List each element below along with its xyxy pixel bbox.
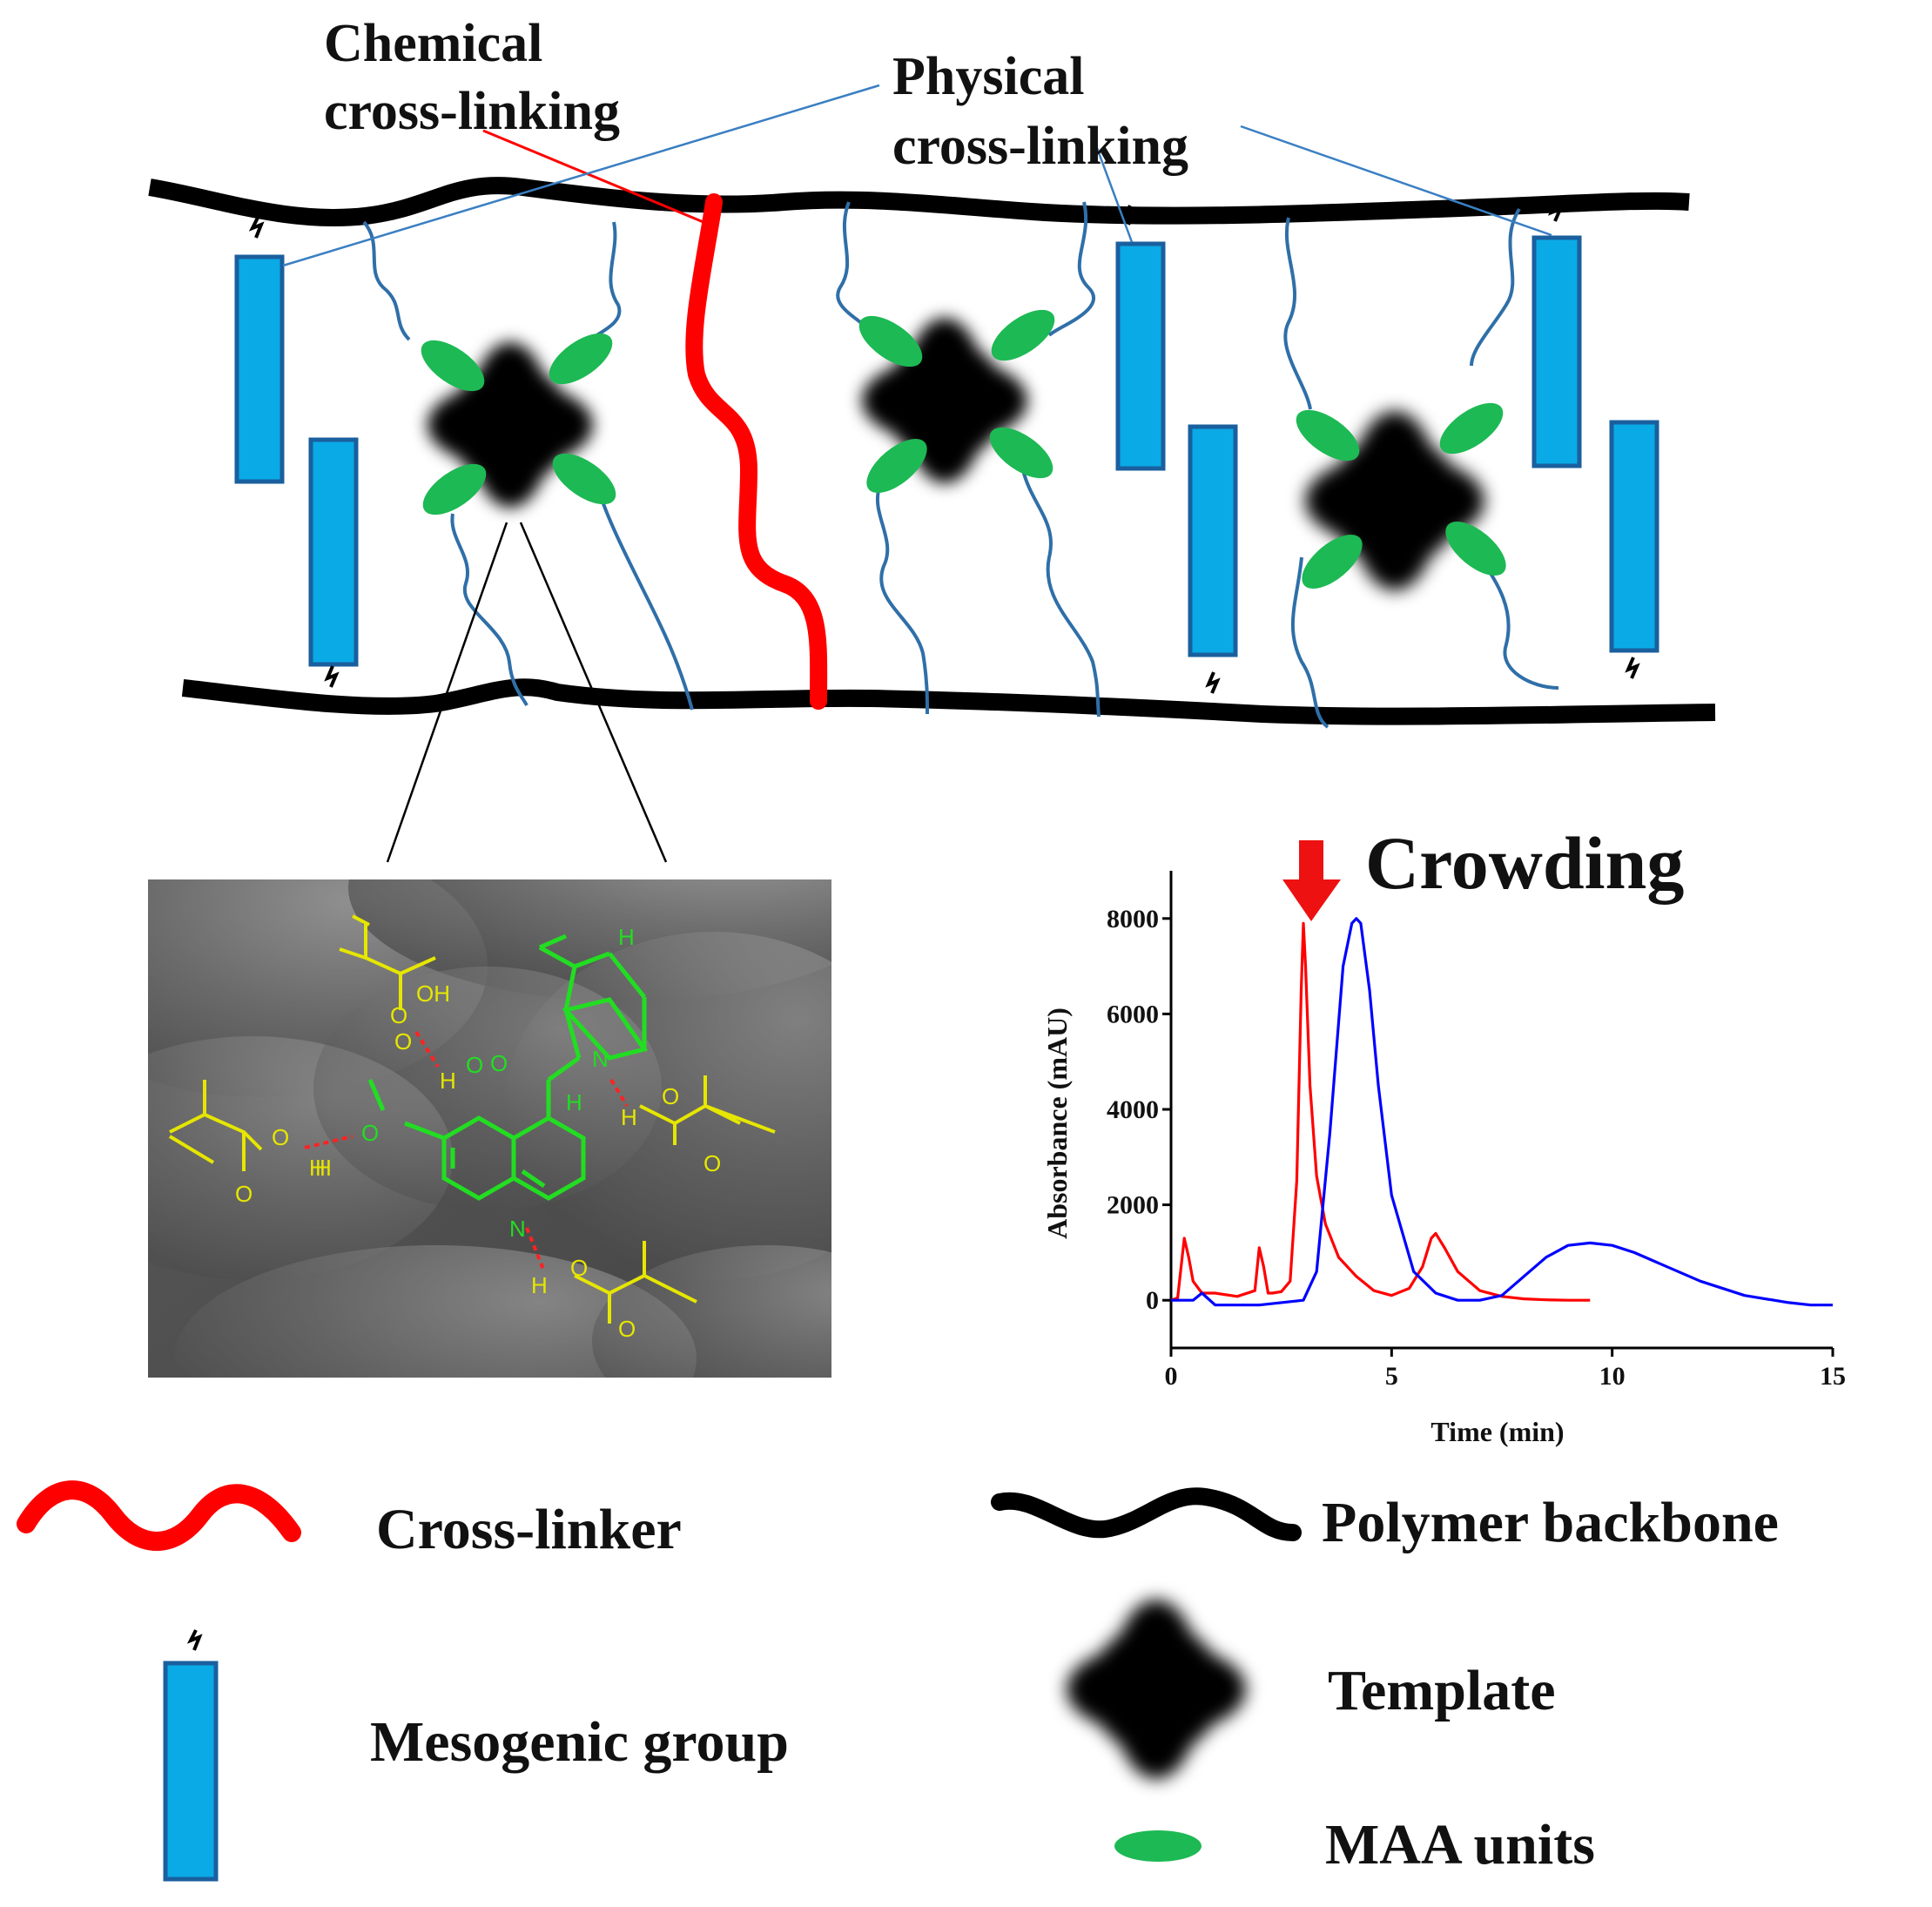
legend-polymer-backbone: Polymer backbone bbox=[991, 1487, 1779, 1554]
template-1 bbox=[421, 333, 616, 515]
y-tick-label: 2000 bbox=[1107, 1191, 1159, 1220]
chromatogram: 0 5 10 15 0 2000 4000 6000 8000 Time (min) Absor… bbox=[1041, 821, 1846, 1447]
series-line-0 bbox=[1170, 921, 1591, 1302]
atom-h: H bbox=[618, 924, 635, 950]
atom-n: N bbox=[509, 1216, 526, 1242]
maa-unit bbox=[866, 438, 927, 494]
chemical-crosslinking-label-line1: Chemical bbox=[324, 14, 542, 73]
chart-x-label: Time (min) bbox=[1430, 1416, 1564, 1447]
maa-unit bbox=[552, 453, 616, 505]
atom-h: H bbox=[566, 1089, 582, 1115]
atom-o: O bbox=[394, 1028, 412, 1055]
mesogen-1 bbox=[234, 217, 285, 484]
chemical-crosslinking-label-line2: cross-linking bbox=[324, 82, 620, 141]
atom-o: O bbox=[618, 1316, 636, 1342]
legend-maa-units-label: MAA units bbox=[1325, 1813, 1595, 1877]
maa-unit bbox=[1302, 534, 1363, 590]
zoom-line-right bbox=[519, 522, 668, 863]
atom-o: O bbox=[662, 1083, 679, 1109]
mesogenic-groups bbox=[234, 201, 1659, 694]
maa-unit bbox=[421, 340, 485, 392]
y-tick-label: 8000 bbox=[1107, 905, 1159, 933]
polymer-backbone-swatch bbox=[991, 1487, 1302, 1541]
atom-n: N bbox=[592, 1046, 609, 1072]
maa-unit bbox=[1439, 402, 1504, 455]
maa-unit bbox=[1445, 521, 1506, 576]
legend-maa-units: MAA units bbox=[1114, 1813, 1595, 1877]
chart-y-label: Absorbance (mAU) bbox=[1041, 1007, 1073, 1239]
chart-series bbox=[1170, 917, 1833, 1307]
physical-crosslinking-label-line1: Physical bbox=[892, 47, 1084, 106]
atom-h: H bbox=[440, 1068, 456, 1094]
atom-o: O bbox=[272, 1124, 289, 1150]
chart-ticks: 0 5 10 15 0 2000 4000 6000 8000 bbox=[1107, 905, 1846, 1391]
maa-unit bbox=[422, 463, 487, 515]
y-tick-label: 4000 bbox=[1107, 1095, 1159, 1124]
y-tick-label: 0 bbox=[1146, 1286, 1159, 1315]
x-tick-label: 10 bbox=[1599, 1362, 1626, 1391]
legend-template: Template bbox=[1067, 1600, 1556, 1779]
atom-labels: OH O H O H H N H O O O H O H O O N H O O… bbox=[235, 924, 721, 1342]
atom-h: H bbox=[531, 1272, 548, 1298]
legend-mesogenic-group-label: Mesogenic group bbox=[370, 1710, 789, 1774]
polymer-backbone-bottom bbox=[181, 678, 1716, 725]
maa-unit bbox=[1296, 409, 1360, 462]
atom-o: O bbox=[703, 1150, 721, 1176]
zoom-line-left bbox=[386, 522, 508, 863]
mesogen-5 bbox=[1531, 201, 1582, 468]
legend-crosslinker: Cross-linker bbox=[17, 1480, 682, 1561]
mesogen-6 bbox=[1609, 420, 1659, 679]
legend-mesogenic-group: Mesogenic group bbox=[163, 1629, 789, 1882]
y-tick-label: 6000 bbox=[1107, 1000, 1159, 1028]
mesogen-2 bbox=[308, 437, 359, 688]
chart-axes bbox=[1169, 871, 1833, 1350]
legend-template-label: Template bbox=[1328, 1659, 1556, 1722]
atom-h: H bbox=[309, 1155, 326, 1181]
crowding-arrow-icon bbox=[1282, 840, 1341, 921]
atom-o: O bbox=[235, 1181, 252, 1207]
atom-o: O bbox=[390, 1002, 407, 1028]
physical-crosslinking-label-line2: cross-linking bbox=[892, 117, 1188, 176]
mesogen-4 bbox=[1188, 424, 1238, 694]
x-tick-label: 0 bbox=[1165, 1362, 1178, 1391]
x-tick-label: 5 bbox=[1385, 1362, 1398, 1391]
legend: Cross-linker Polymer backbone Template M… bbox=[17, 1480, 1779, 1882]
series-line-1 bbox=[1171, 917, 1833, 1307]
x-tick-label: 15 bbox=[1820, 1362, 1846, 1391]
chemical-crosslinker bbox=[685, 193, 828, 710]
template-3 bbox=[1296, 402, 1506, 599]
polymer-side-chains bbox=[362, 201, 1559, 729]
template-swatch bbox=[1067, 1600, 1246, 1779]
template-molecule bbox=[367, 933, 649, 1201]
hydrogen-bonds bbox=[304, 1030, 629, 1272]
crowding-label: Crowding bbox=[1365, 821, 1684, 905]
atom-o: O bbox=[490, 1050, 508, 1076]
polymer-backbone-top bbox=[148, 177, 1690, 226]
crosslinker-swatch bbox=[17, 1480, 301, 1551]
atom-o: O bbox=[466, 1052, 483, 1078]
atom-h: H bbox=[621, 1104, 637, 1130]
maa-unit bbox=[989, 427, 1054, 479]
mesogenic-group-swatch bbox=[163, 1661, 219, 1882]
atom-oh: OH bbox=[416, 980, 450, 1007]
template-2 bbox=[858, 309, 1055, 494]
maa-unit bbox=[991, 309, 1055, 361]
polymer-network: Chemical cross-linking Physical cross-li… bbox=[148, 14, 1716, 863]
maa-molecules bbox=[168, 914, 776, 1324]
molecular-inset: OH O H O H H N H O O O H O H O O N H O O… bbox=[148, 879, 831, 1378]
maa-unit bbox=[549, 333, 613, 385]
legend-crosslinker-label: Cross-linker bbox=[376, 1498, 682, 1561]
maa-unit bbox=[858, 315, 923, 367]
atom-o: O bbox=[570, 1255, 588, 1281]
legend-polymer-backbone-label: Polymer backbone bbox=[1322, 1491, 1779, 1554]
atom-h: H bbox=[315, 1155, 332, 1181]
chemical-crosslinking-pointer bbox=[482, 129, 710, 226]
physical-crosslinking-pointers bbox=[282, 84, 1552, 267]
maa-unit-swatch bbox=[1114, 1830, 1202, 1862]
atom-o: O bbox=[361, 1120, 379, 1146]
mesogen-3 bbox=[1115, 205, 1166, 471]
